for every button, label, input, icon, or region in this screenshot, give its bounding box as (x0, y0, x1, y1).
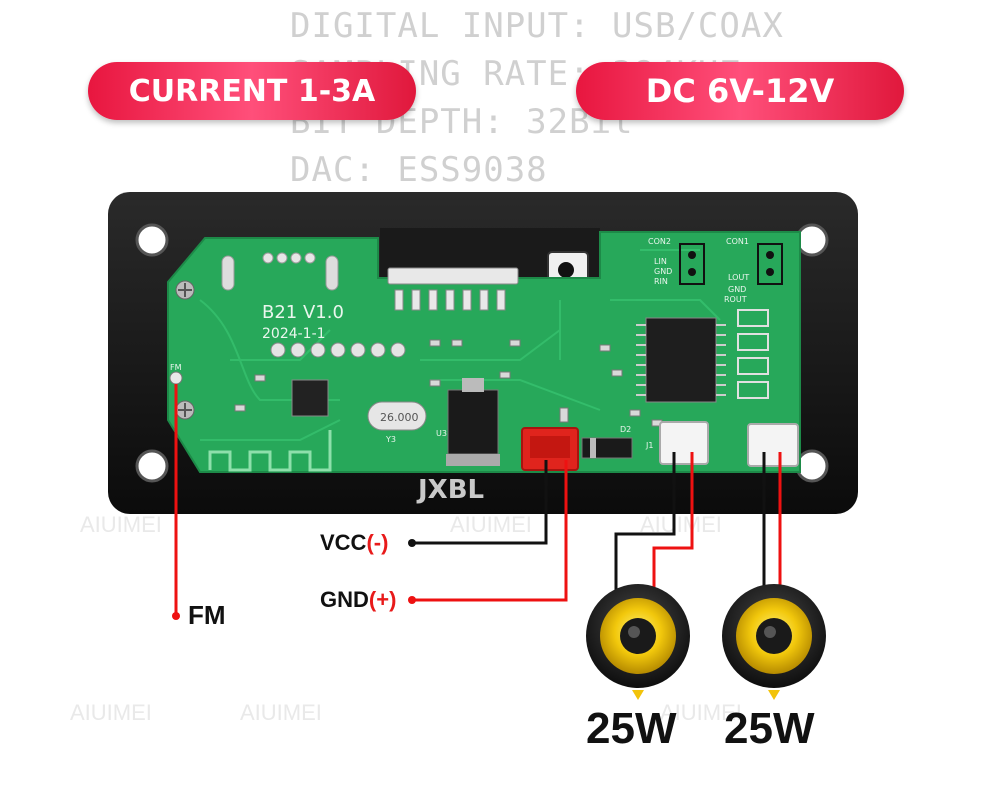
watermark: AIUIMEI (450, 512, 532, 537)
voltage-regulator (447, 389, 499, 455)
silkscreen: B21 V1.0 2024-1-1 CON2 CON1 LIN GND RIN … (170, 237, 749, 450)
svg-text:RIN: RIN (654, 277, 668, 286)
con2-header (679, 243, 705, 285)
vcc-label: VCC(-) (320, 530, 389, 555)
svg-text:FM: FM (170, 363, 182, 372)
speaker-left-wire-red (652, 452, 694, 600)
led-pads (270, 342, 406, 358)
bt-chip (291, 379, 329, 417)
speaker-left (586, 584, 690, 700)
board-date: 2024-1-1 (262, 326, 326, 342)
usb-pins (387, 267, 519, 311)
svg-text:GND: GND (728, 285, 746, 294)
pin-header (262, 252, 316, 264)
svg-text:U3: U3 (436, 429, 447, 438)
watermark: AIUIMEI (70, 700, 152, 725)
current-badge: CURRENT 1-3A (88, 62, 416, 120)
amplifier-chip (645, 317, 717, 403)
spec-line-digital-input: DIGITAL INPUT: USB/COAX (290, 6, 784, 46)
mounting-holes (135, 223, 829, 483)
spec-line-dac: DAC: ESS9038 (290, 150, 548, 190)
svg-text:Y3: Y3 (385, 435, 396, 444)
pcb-traces (199, 249, 721, 441)
svg-text:J1: J1 (645, 441, 653, 450)
speaker-connector-right (747, 423, 799, 467)
svg-text:CON1: CON1 (726, 237, 749, 246)
fm-label: FM (188, 600, 226, 630)
voltage-badge: DC 6V-12V (576, 62, 904, 120)
gnd-wire (412, 460, 568, 602)
speaker-connector-left (659, 421, 709, 465)
svg-text:D2: D2 (620, 425, 631, 434)
svg-text:LOUT: LOUT (728, 273, 749, 282)
svg-text:ROUT: ROUT (724, 295, 747, 304)
fm-pad (169, 371, 183, 385)
smd-components (234, 339, 663, 427)
con1-header (757, 243, 783, 285)
watermark: AIUIMEI (240, 700, 322, 725)
inductor-pads (737, 309, 769, 399)
crystal-label: 26.000 (380, 411, 419, 424)
vcc-wire (412, 460, 548, 545)
amp-chip-pins (636, 324, 726, 396)
speaker-left-power: 25W (586, 704, 677, 753)
watermark: AIUIMEI (660, 700, 742, 725)
diode (581, 437, 633, 459)
speaker-right (722, 584, 826, 700)
brand-mark: JXBL (416, 475, 484, 505)
svg-text:GND: GND (654, 267, 672, 276)
svg-text:CON2: CON2 (648, 237, 671, 246)
speaker-right-power: 25W (724, 704, 815, 753)
gnd-label: GND(+) (320, 587, 397, 612)
crystal (367, 401, 427, 431)
board-model: B21 V1.0 (262, 302, 344, 323)
antenna (208, 430, 332, 472)
watermark: AIUIMEI (80, 512, 162, 537)
speaker-left-wire-black (614, 452, 676, 600)
svg-text:LIN: LIN (654, 257, 667, 266)
